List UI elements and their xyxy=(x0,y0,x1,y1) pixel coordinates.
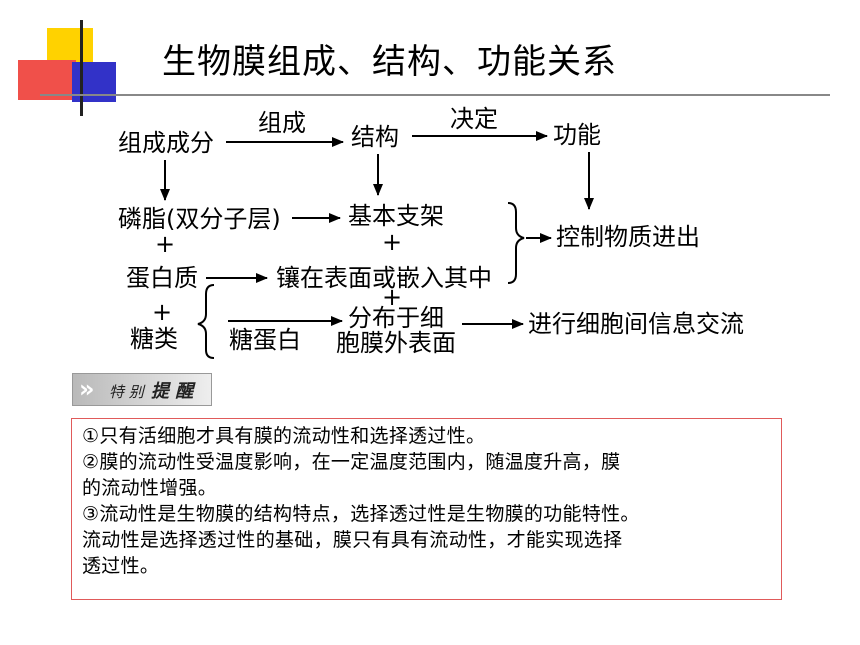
relationship-diagram: 组成成分 组成 结构 决定 功能 磷脂(双分子层) 基本支架 + + 蛋白质 镶… xyxy=(118,105,744,359)
title-underline xyxy=(40,94,830,96)
node-signal: 进行细胞间信息交流 xyxy=(528,310,744,338)
node-basic-scaffold: 基本支架 xyxy=(348,202,444,230)
decor-red-square xyxy=(18,60,76,100)
node-distribution-1: 分布于细 xyxy=(348,304,444,332)
slide-title: 生物膜组成、结构、功能关系 xyxy=(162,42,617,82)
badge-label-1: 特 别 xyxy=(109,383,144,401)
node-structure: 结构 xyxy=(351,123,399,151)
edge-label-compose: 组成 xyxy=(258,109,306,137)
node-function: 功能 xyxy=(553,121,601,149)
plus-3: + xyxy=(152,298,172,326)
node-embedded: 镶在表面或嵌入其中 xyxy=(276,264,492,292)
badge-label-2: 提 醒 xyxy=(151,381,194,402)
note-line-5: 流动性是选择透过性的基础，膜只有具有流动性，才能实现选择 xyxy=(82,529,623,551)
note-line-3: 的流动性增强。 xyxy=(82,477,218,499)
node-distribution-2: 胞膜外表面 xyxy=(336,329,456,357)
brace-right xyxy=(507,202,525,284)
note-line-1: ①只有活细胞才具有膜的流动性和选择透过性。 xyxy=(82,425,486,447)
edge-label-decide: 决定 xyxy=(450,105,498,133)
plus-2: + xyxy=(382,228,402,256)
node-composition: 组成成分 xyxy=(118,129,214,157)
decor-vertical-line xyxy=(80,20,83,116)
reminder-notes: ①只有活细胞才具有膜的流动性和选择透过性。 ②膜的流动性受温度影响，在一定温度范… xyxy=(71,418,782,600)
plus-4: + xyxy=(382,283,402,311)
plus-1: + xyxy=(155,230,175,258)
note-line-6: 透过性。 xyxy=(82,555,160,577)
special-reminder-badge: » 特 别 提 醒 xyxy=(72,373,212,406)
node-phospholipid: 磷脂(双分子层) xyxy=(118,205,281,233)
chevron-icon: » xyxy=(79,375,95,403)
brace-left xyxy=(197,284,215,359)
node-control-exchange: 控制物质进出 xyxy=(556,223,700,251)
note-line-4: ③流动性是生物膜的结构特点，选择透过性是生物膜的功能特性。 xyxy=(82,503,640,525)
node-protein: 蛋白质 xyxy=(126,264,198,292)
note-line-2: ②膜的流动性受温度影响，在一定温度范围内，随温度升高，膜 xyxy=(82,451,621,473)
node-glycoprotein: 糖蛋白 xyxy=(229,326,301,354)
node-sugar: 糖类 xyxy=(130,325,178,353)
